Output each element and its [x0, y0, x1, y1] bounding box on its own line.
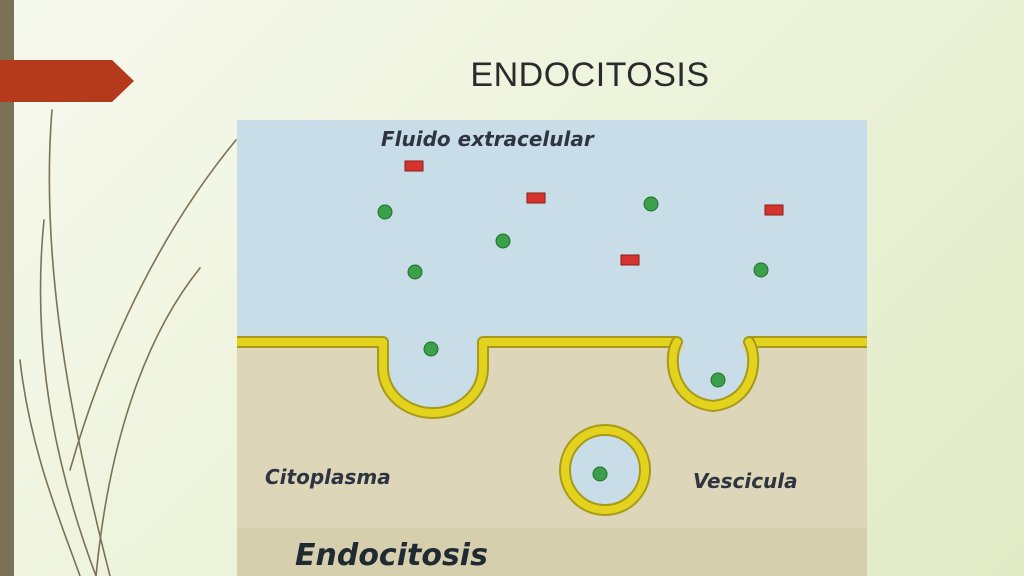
red-particle-icon	[404, 160, 424, 172]
green-particles	[377, 196, 769, 482]
green-particle-icon	[407, 264, 423, 280]
label-cytoplasm: Citoplasma	[265, 465, 391, 489]
decor-curve-2	[39, 219, 97, 576]
decor-curve-4	[95, 267, 201, 576]
red-particles	[404, 160, 784, 266]
pinching-vesicle-interior	[677, 334, 749, 406]
label-extracellular-fluid: Fluido extracelular	[381, 127, 595, 151]
decor-curve-1	[48, 109, 111, 576]
green-particle-icon	[710, 372, 726, 388]
slide-title: ENDOCITOSIS	[470, 56, 710, 94]
label-vesicle: Vescicula	[693, 469, 798, 493]
green-particle-icon	[377, 204, 393, 220]
left-bar-stripe	[0, 0, 14, 576]
caption-strip	[237, 528, 867, 576]
red-particle-icon	[620, 254, 640, 266]
green-particle-icon	[753, 262, 769, 278]
decor-curve-3	[19, 359, 81, 576]
invagination-1-interior	[383, 340, 483, 413]
green-particle-icon	[423, 341, 439, 357]
endocytosis-diagram: Fluido extracelular Citoplasma Vescicula…	[237, 120, 867, 576]
diagram-caption: Endocitosis	[295, 538, 488, 573]
accent-arrow-shape	[0, 60, 134, 102]
green-particle-icon	[592, 466, 608, 482]
decor-curve-5	[69, 139, 237, 471]
red-particle-icon	[526, 192, 546, 204]
green-particle-icon	[643, 196, 659, 212]
red-particle-icon	[764, 204, 784, 216]
extracellular-region	[237, 120, 867, 345]
green-particle-icon	[495, 233, 511, 249]
